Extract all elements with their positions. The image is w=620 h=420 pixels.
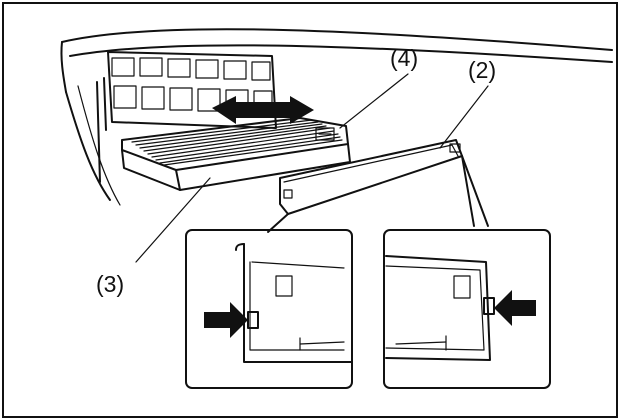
callout-part-4: (4) (390, 45, 418, 71)
callout-part-3: (3) (96, 271, 124, 297)
diagram-frame (3, 3, 617, 417)
callout-part-2: (2) (468, 57, 496, 83)
